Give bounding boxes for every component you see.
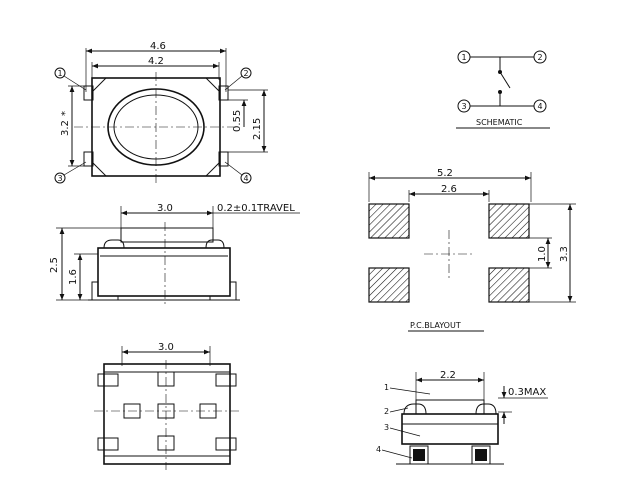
detail-dim-max: 0.3MAX [508, 387, 546, 398]
top-dim-gap: 0.55 [232, 110, 243, 132]
detail-callout-3: 3 [384, 423, 389, 432]
detail-body [401, 413, 499, 445]
top-dim-height: 3.2 [60, 120, 71, 136]
pcb-dim-gap: 1.0 [537, 246, 548, 262]
pcb-pad-bottom-right [488, 267, 530, 303]
pin1-number: 1 [58, 69, 63, 78]
bottom-body [103, 363, 231, 465]
pin1-callout [54, 67, 66, 79]
top-dim-star: * [60, 111, 71, 116]
top-view: 4.6 4.2 1 2 3 4 3. [54, 41, 268, 184]
pin4-callout [240, 172, 252, 184]
top-dim-right: 2.15 [252, 118, 263, 140]
detail-callout-1: 1 [384, 383, 389, 392]
side-dim-body-height: 1.6 [68, 269, 79, 285]
top-dim-outer-width: 4.6 [150, 41, 166, 52]
bottom-dim-width: 3.0 [158, 342, 174, 353]
pcb-pad-top-left [368, 203, 410, 239]
pin-2 [218, 85, 229, 101]
side-body [97, 247, 231, 297]
side-view: 3.0 0.2±0.1TRAVEL 2.5 1.6 [49, 203, 300, 306]
detail-callout-4: 4 [376, 445, 381, 454]
schem-pin1-number: 1 [462, 53, 467, 62]
pcb-dim-height: 3.3 [559, 246, 570, 262]
detail-view: 2.2 0.3MAX 1 2 3 4 [376, 370, 548, 465]
pcb-layout-label: P.C.BLAYOUT [410, 321, 461, 330]
pcb-dim-inner-width: 2.6 [441, 184, 457, 195]
schematic-label: SCHEMATIC [476, 118, 523, 127]
pcb-layout: 5.2 2.6 1.0 3.3 P.C.BLAYOUT [368, 168, 576, 332]
side-dim-total-height: 2.5 [49, 257, 60, 273]
pin-3 [83, 151, 94, 167]
pin2-number: 2 [244, 69, 249, 78]
schematic: 1 2 3 4 SCHEMATIC [456, 50, 550, 129]
bottom-view: 3.0 [94, 342, 240, 470]
side-dim-width: 3.0 [157, 203, 173, 214]
schem-pin3-number: 3 [462, 102, 467, 111]
schem-pin2-number: 2 [538, 53, 543, 62]
pin2-callout [240, 67, 252, 79]
schem-pin4-number: 4 [538, 102, 543, 111]
pcb-pad-bottom-left [368, 267, 410, 303]
detail-dim-width: 2.2 [440, 370, 456, 381]
pcb-dim-outer-width: 5.2 [437, 168, 453, 179]
pin-1 [83, 85, 94, 101]
pin3-callout [54, 172, 66, 184]
top-dim-inner-width: 4.2 [148, 56, 164, 67]
detail-callout-2: 2 [384, 407, 389, 416]
pcb-pad-top-right [488, 203, 530, 239]
side-dim-travel: 0.2±0.1TRAVEL [217, 203, 295, 214]
pin4-number: 4 [244, 174, 249, 183]
pin3-number: 3 [58, 174, 63, 183]
